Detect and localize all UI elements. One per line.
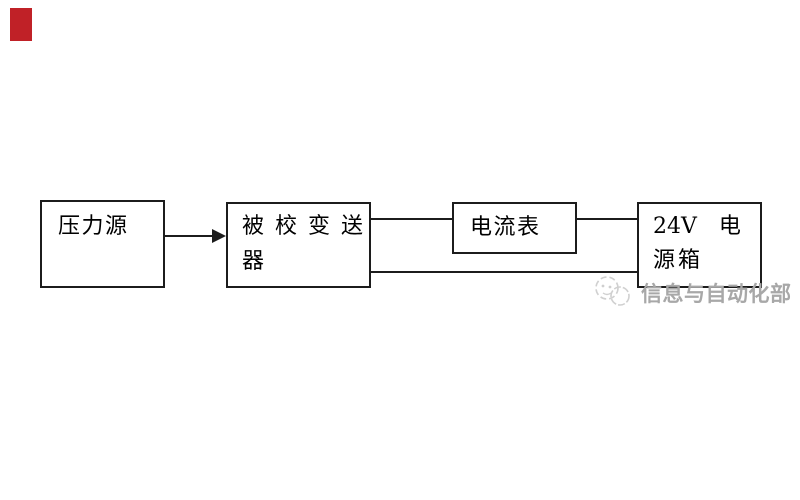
- red-rectangle-marker: [10, 8, 32, 41]
- connector-transmitter-to-ammeter: [371, 218, 452, 220]
- watermark-text: 信息与自动化部: [641, 282, 792, 306]
- node-ammeter-label: 电流表: [470, 215, 541, 240]
- node-pressure-source-label: 压力源: [58, 214, 129, 239]
- node-transmitter-label-line2: 器: [242, 249, 265, 274]
- node-ammeter: 电流表: [452, 202, 577, 254]
- watermark-doodle-logo-icon: [595, 276, 630, 306]
- node-power-supply-label-line2: 源箱: [653, 248, 704, 273]
- arrowhead-icon: [212, 229, 226, 243]
- connector-transmitter-to-power-return: [371, 271, 637, 273]
- node-power-supply-box: 24V 电 源箱: [637, 202, 762, 288]
- node-transmitter-label-line1: 被校变送: [242, 214, 375, 239]
- connector-ammeter-to-power: [577, 218, 637, 220]
- node-power-supply-label-line1: 24V 电: [653, 214, 741, 239]
- node-pressure-source: 压力源: [40, 200, 165, 288]
- connector-pressure-to-transmitter: [165, 235, 215, 237]
- node-transmitter-under-calibration: 被校变送 器: [226, 202, 371, 288]
